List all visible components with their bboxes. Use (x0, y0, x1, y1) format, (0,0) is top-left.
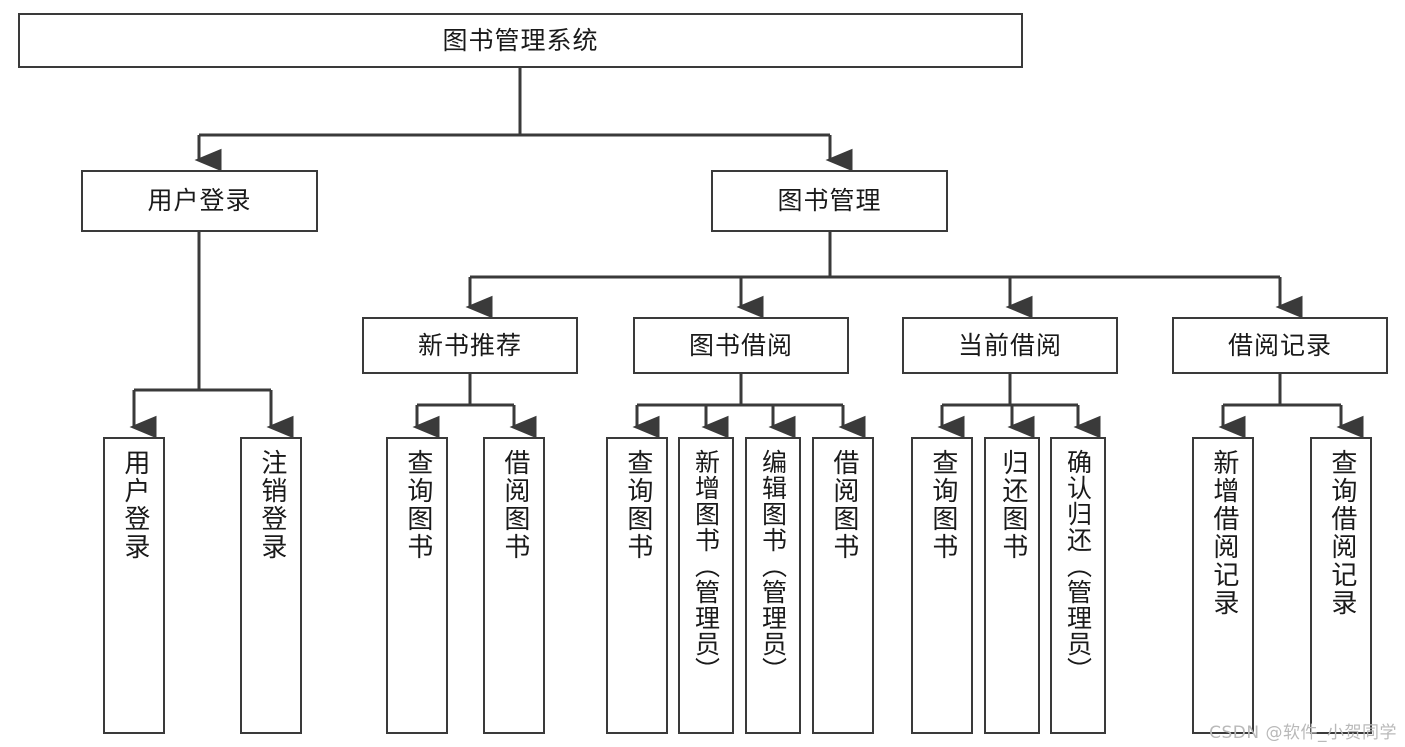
node-leaf-user-logout-label: 注销登录 (256, 449, 287, 561)
node-user-login[interactable]: 用户登录 (81, 170, 318, 232)
node-leaf-add-book[interactable]: 新增图书（管理员） (678, 437, 734, 734)
node-leaf-query-book-current-label: 查询图书 (927, 449, 958, 561)
node-book-manage-label: 图书管理 (777, 186, 882, 216)
node-borrow-record-label: 借阅记录 (1227, 330, 1332, 360)
node-current-borrow[interactable]: 当前借阅 (902, 317, 1118, 374)
node-leaf-edit-book-label: 编辑图书（管理员） (758, 449, 788, 683)
node-leaf-borrow-book-label: 借阅图书 (828, 449, 859, 561)
node-leaf-user-login-label: 用户登录 (119, 449, 150, 561)
node-leaf-query-borrow-record-label: 查询借阅记录 (1326, 449, 1357, 617)
node-leaf-query-book-current[interactable]: 查询图书 (911, 437, 973, 734)
node-leaf-query-book-recommend[interactable]: 查询图书 (386, 437, 448, 734)
node-leaf-return-book-label: 归还图书 (997, 449, 1028, 561)
node-leaf-edit-book[interactable]: 编辑图书（管理员） (745, 437, 801, 734)
node-leaf-query-book-recommend-label: 查询图书 (402, 449, 433, 561)
node-leaf-add-borrow-record[interactable]: 新增借阅记录 (1192, 437, 1254, 734)
node-leaf-add-borrow-record-label: 新增借阅记录 (1208, 449, 1239, 617)
node-new-book-recommend-label: 新书推荐 (417, 330, 522, 360)
node-leaf-return-book[interactable]: 归还图书 (984, 437, 1040, 734)
node-borrow-record[interactable]: 借阅记录 (1172, 317, 1388, 374)
node-leaf-borrow-book-recommend[interactable]: 借阅图书 (483, 437, 545, 734)
node-book-manage[interactable]: 图书管理 (711, 170, 948, 232)
node-leaf-borrow-book-recommend-label: 借阅图书 (499, 449, 530, 561)
node-leaf-query-book-borrow-label: 查询图书 (622, 449, 653, 561)
node-book-borrow-label: 图书借阅 (688, 330, 793, 360)
node-leaf-user-login[interactable]: 用户登录 (103, 437, 165, 734)
node-leaf-borrow-book[interactable]: 借阅图书 (812, 437, 874, 734)
node-leaf-query-book-borrow[interactable]: 查询图书 (606, 437, 668, 734)
watermark: CSDN @软件_小贺同学 (1209, 723, 1397, 743)
node-root-label: 图书管理系统 (442, 25, 599, 55)
node-leaf-user-logout[interactable]: 注销登录 (240, 437, 302, 734)
node-leaf-confirm-return-label: 确认归还（管理员） (1063, 449, 1093, 683)
node-current-borrow-label: 当前借阅 (957, 330, 1062, 360)
node-book-borrow[interactable]: 图书借阅 (633, 317, 849, 374)
node-leaf-query-borrow-record[interactable]: 查询借阅记录 (1310, 437, 1372, 734)
node-leaf-confirm-return[interactable]: 确认归还（管理员） (1050, 437, 1106, 734)
node-user-login-label: 用户登录 (147, 186, 252, 216)
node-new-book-recommend[interactable]: 新书推荐 (362, 317, 578, 374)
node-leaf-add-book-label: 新增图书（管理员） (691, 449, 721, 683)
node-root[interactable]: 图书管理系统 (18, 13, 1023, 68)
